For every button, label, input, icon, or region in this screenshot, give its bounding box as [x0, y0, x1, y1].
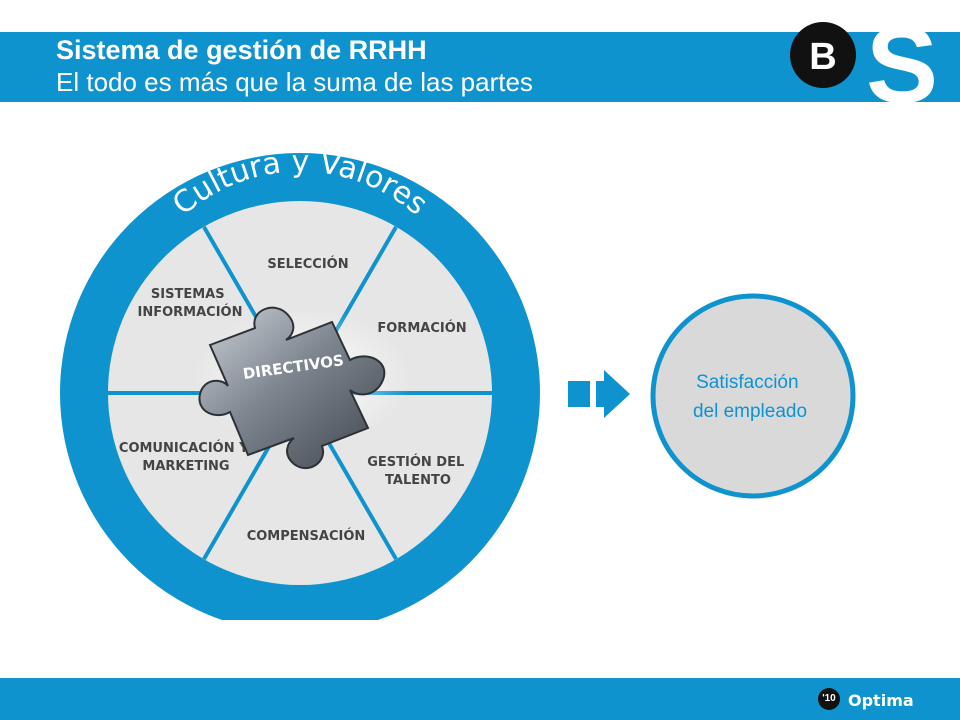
brand-logo: B S	[790, 18, 938, 108]
segment-label: SISTEMAS INFORMACIÓN	[138, 287, 243, 320]
segment-label: COMPENSACIÓN	[247, 528, 366, 544]
employee-satisfaction-bubble: Satisfacción del empleado	[650, 293, 856, 499]
logo-s-letter: S	[866, 18, 938, 108]
page-title: Sistema de gestión de RRHH	[56, 35, 427, 65]
puzzle-piece-icon: DIRECTIVOS	[198, 306, 386, 470]
hr-wheel-diagram: Cultura y Valores SELECCIÓN FORMACIÓN GE…	[60, 150, 540, 620]
bubble-text: Satisfacción del empleado	[693, 372, 807, 422]
year-badge: '10	[818, 688, 840, 710]
segment-label: SELECCIÓN	[267, 256, 348, 272]
arrow-right-icon	[568, 370, 630, 418]
segment-label: COMUNICACIÓN Y MARKETING	[119, 440, 253, 474]
logo-b-circle	[790, 22, 856, 88]
footer-band: '10 Optima	[0, 678, 960, 720]
segment-label: GESTIÓN DEL TALENTO	[367, 454, 469, 488]
segment-label: FORMACIÓN	[377, 320, 466, 336]
page-subtitle: El todo es más que la suma de las partes	[56, 67, 533, 97]
footer-brand: Optima	[848, 691, 914, 710]
logo-b-letter: B	[809, 36, 836, 78]
bubble-circle	[650, 293, 856, 499]
footer-logo: '10 Optima	[818, 684, 918, 714]
